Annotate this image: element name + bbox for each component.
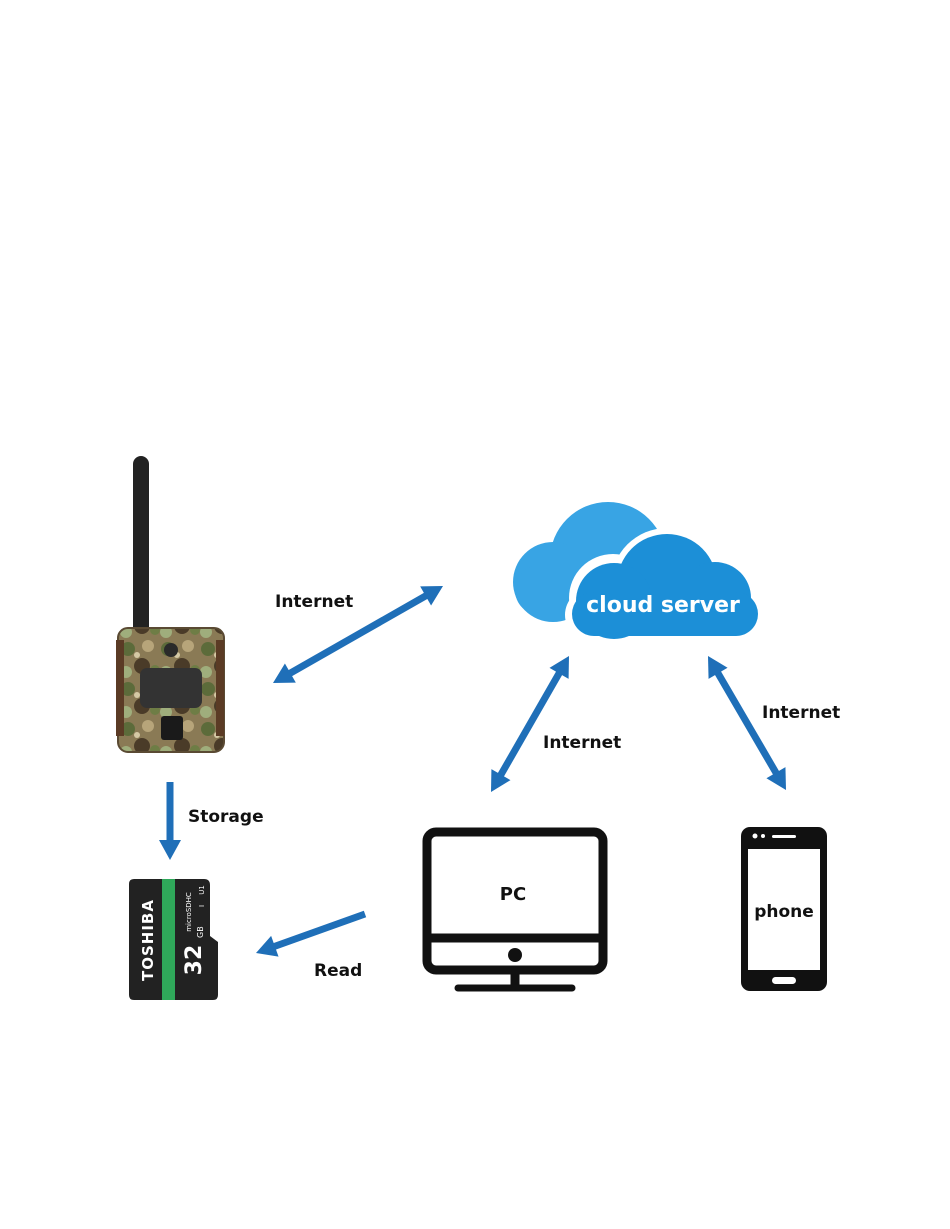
phone-home-button (772, 977, 796, 984)
arrow-camera-storage (159, 782, 181, 860)
camera-lens (161, 716, 183, 740)
camera-antenna (133, 456, 149, 646)
arrow-phone-cloud-shaft (716, 670, 778, 776)
camera-ir-panel (140, 668, 202, 708)
phone-camera-dot (753, 834, 758, 839)
sd-card-unit: GB (196, 926, 205, 938)
monitor-power-dot (508, 948, 522, 962)
sd-card-format: microSDHC (185, 892, 193, 932)
label-internet-phone: Internet (762, 703, 840, 723)
camera-side-rail (116, 640, 124, 736)
phone-speaker (772, 835, 796, 838)
label-internet-camera: Internet (275, 592, 353, 612)
arrow-pc-cloud (491, 656, 569, 792)
cloud-icon (513, 502, 763, 642)
label-storage: Storage (188, 807, 264, 827)
sd-card-bus-class: I (198, 905, 206, 907)
camera-side-rail (216, 640, 224, 736)
monitor-icon (427, 832, 603, 988)
sd-card-capacity: 32 (182, 945, 207, 976)
arrow-pc-read-shaft (271, 914, 365, 948)
sd-card-stripe (162, 879, 175, 1000)
arrow-pc-cloud-shaft (499, 670, 561, 778)
camera-icon (116, 456, 224, 752)
sd-card-speed-class: U1 (198, 885, 206, 895)
label-pc: PC (500, 884, 526, 905)
label-phone: phone (754, 902, 814, 922)
label-internet-pc: Internet (543, 733, 621, 753)
label-cloud-server: cloud server (586, 593, 740, 618)
arrow-camera-storage-head (159, 840, 181, 860)
arrow-phone-cloud (708, 656, 786, 790)
camera-sensor (164, 643, 178, 657)
arrow-pc-read (256, 914, 365, 957)
sd-card-brand: TOSHIBA (139, 899, 157, 981)
label-read: Read (314, 961, 362, 981)
phone-camera-dot (761, 834, 765, 838)
